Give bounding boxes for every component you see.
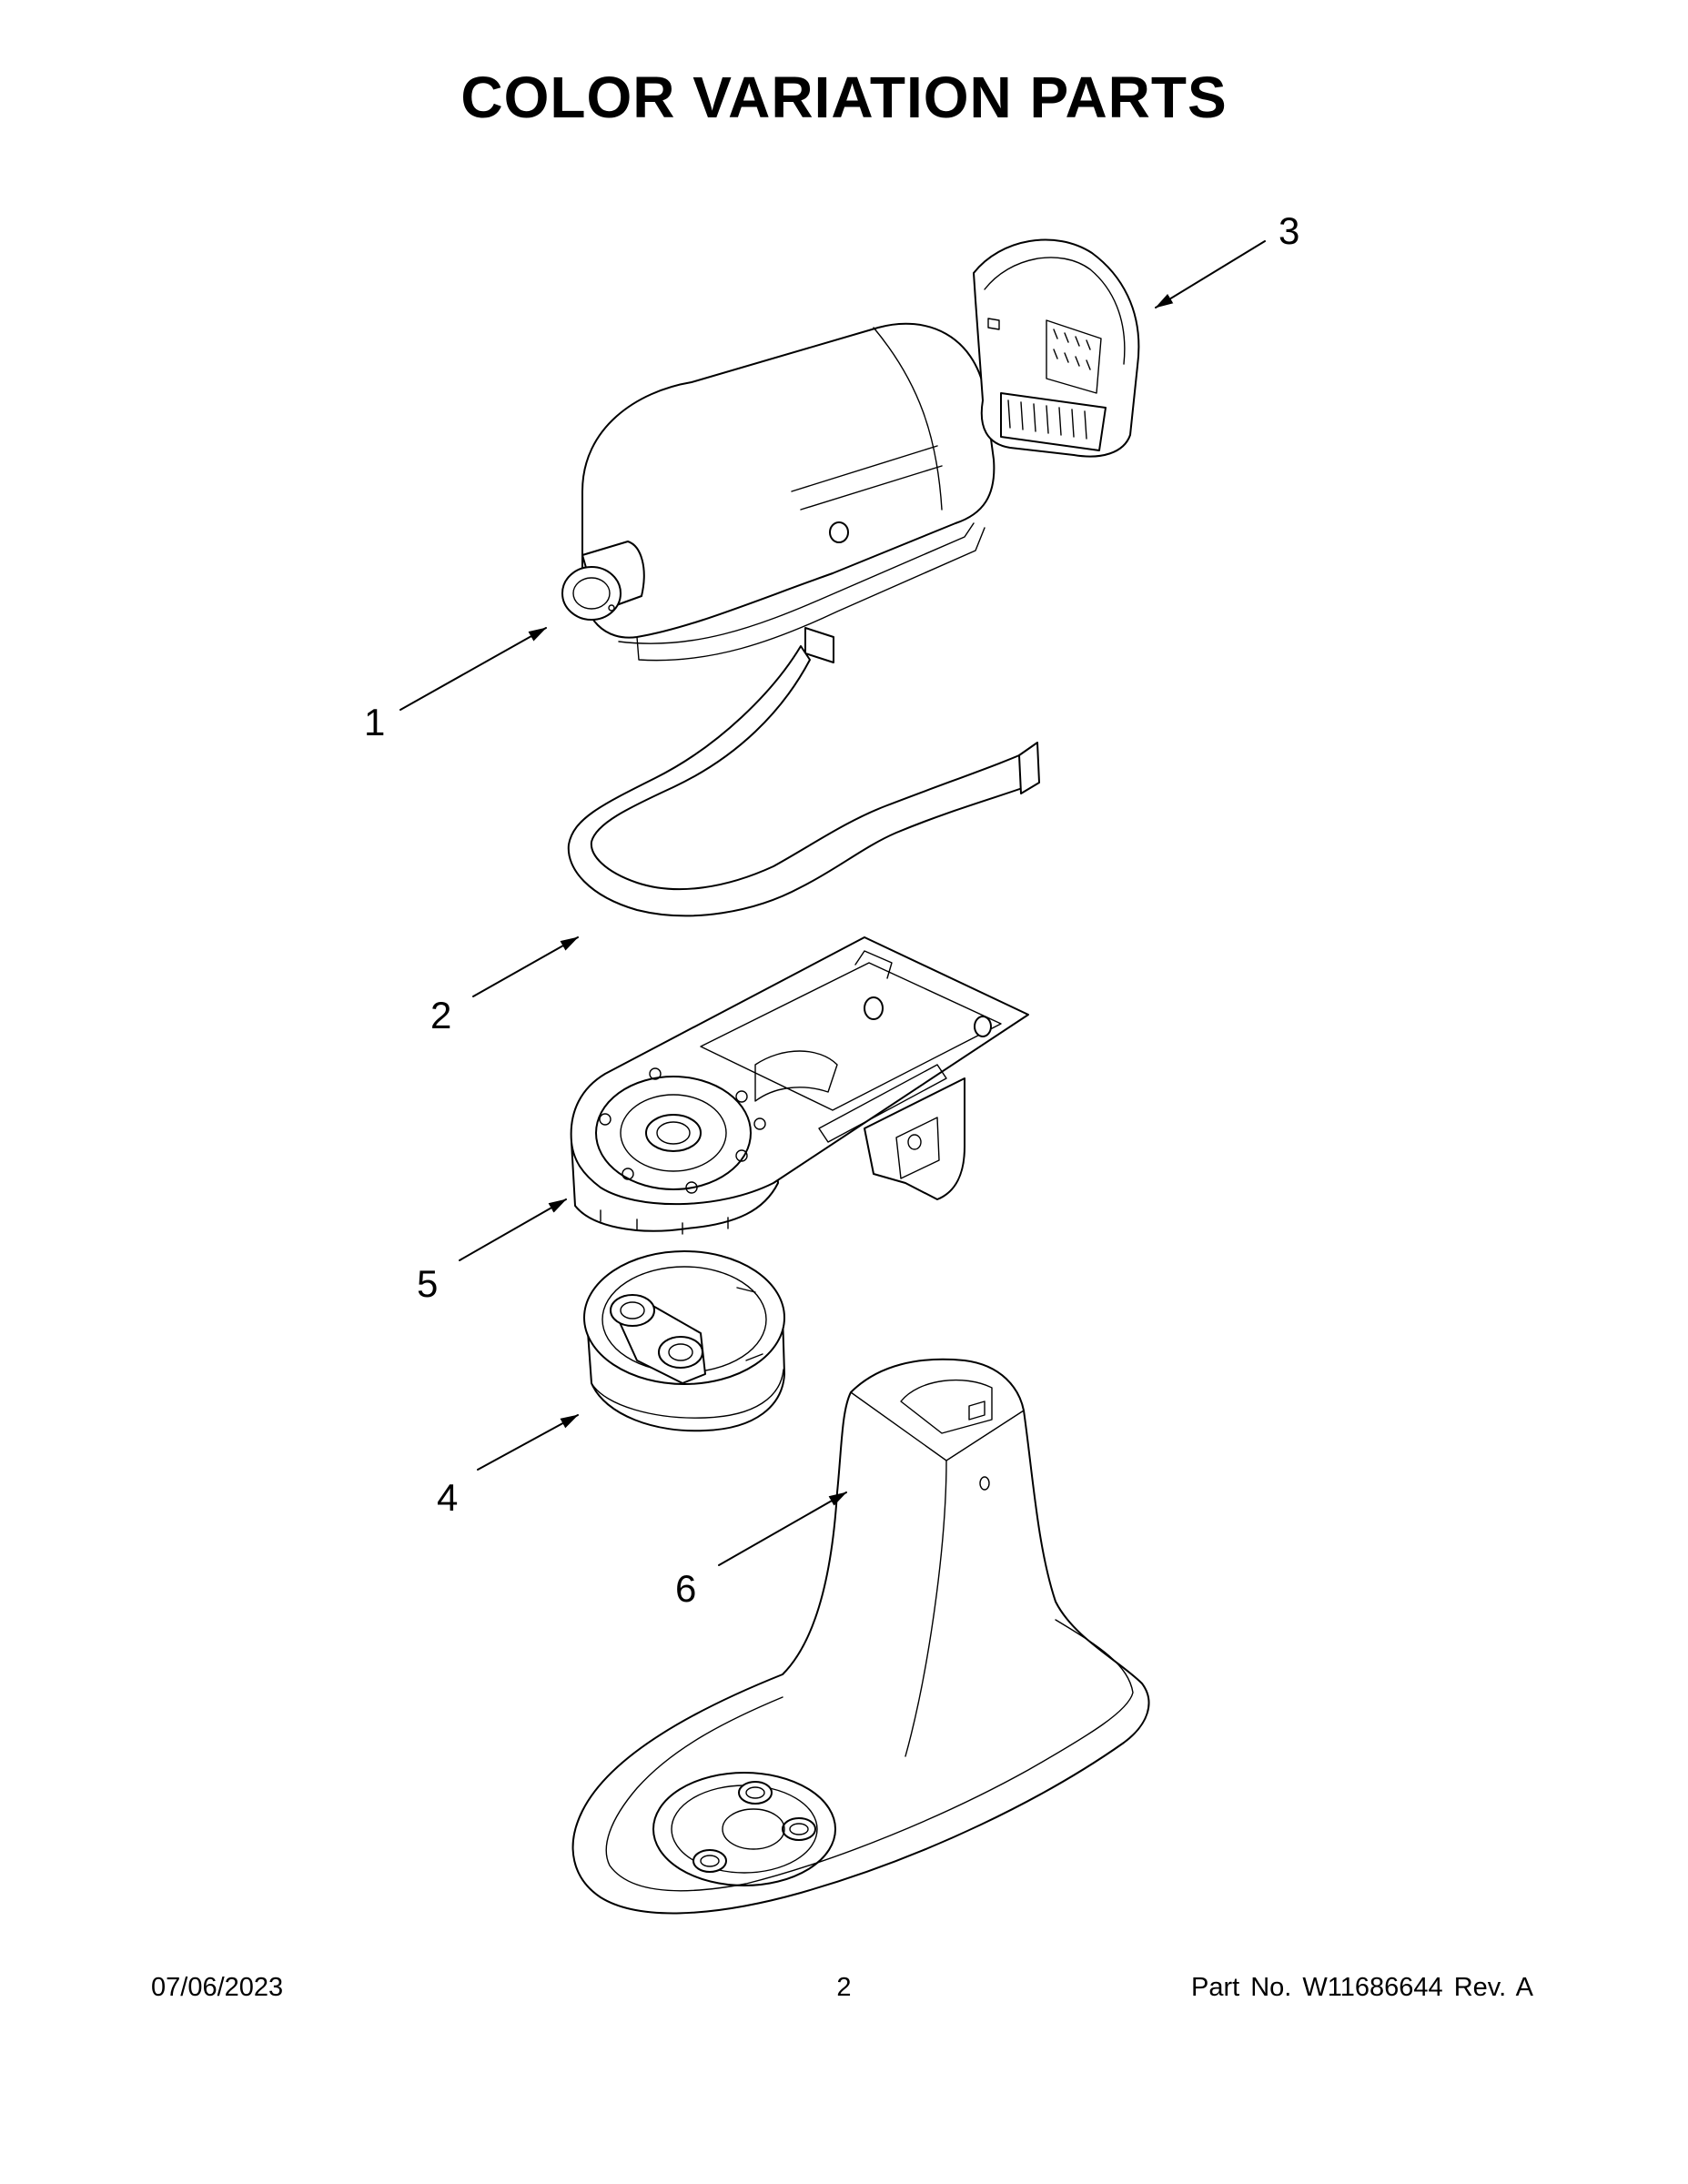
footer-date: 07/06/2023	[151, 1973, 284, 2002]
callout-arrow-1	[399, 627, 547, 711]
part-5-gear-housing	[570, 936, 1029, 1235]
page-title: COLOR VARIATION PARTS	[460, 65, 1228, 130]
part-6-pedestal-base	[571, 1358, 1150, 1915]
part-4-planetary-adapter	[583, 1250, 785, 1432]
footer-part-number: Part No. W11686644 Rev. A	[1190, 1973, 1533, 2002]
footer-page-number: 2	[836, 1973, 852, 2002]
callout-arrow-2	[472, 936, 579, 997]
callout-arrow-3	[1155, 240, 1266, 308]
callout-label-3: 3	[1279, 209, 1299, 252]
callout-arrow-6	[718, 1491, 847, 1566]
callout-label-5: 5	[417, 1262, 438, 1305]
part-2-trim-band	[567, 627, 1040, 917]
callout-arrow-4	[477, 1414, 579, 1471]
callout-label-4: 4	[437, 1476, 458, 1519]
callout-arrow-5	[459, 1198, 567, 1261]
callout-label-2: 2	[430, 994, 451, 1036]
part-3-rear-cover	[973, 238, 1140, 458]
callout-label-6: 6	[675, 1567, 696, 1610]
callout-label-1: 1	[364, 701, 385, 743]
part-1-motor-housing	[561, 322, 996, 662]
